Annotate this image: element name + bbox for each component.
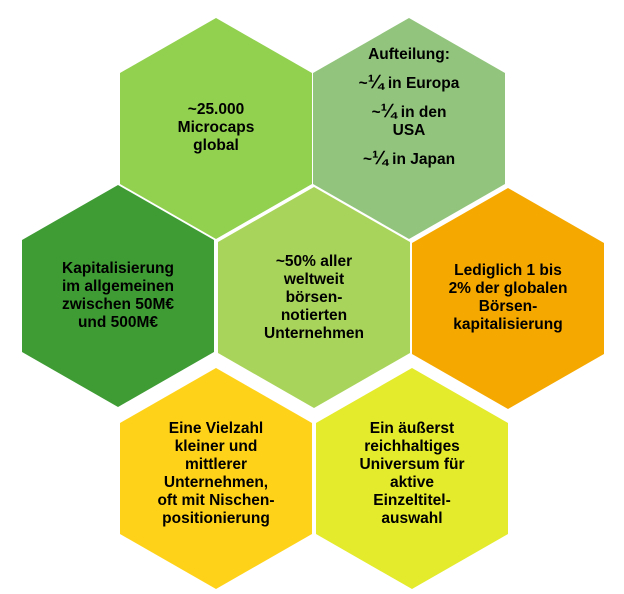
label-line: weltweit	[283, 271, 345, 288]
hexagon-bottom-right-label: Ein äußerst reichhaltiges Universum für …	[324, 418, 500, 530]
hexagon-right	[412, 188, 604, 409]
split-usa: ~¼ in den	[371, 101, 447, 122]
hexagon-left	[22, 185, 214, 407]
label-line: Universum für	[359, 456, 465, 473]
label-line: Einzeltitel-	[373, 492, 451, 509]
label-line: zwischen 50M€	[62, 296, 174, 313]
label-line: ~50% aller	[275, 253, 353, 270]
label-line: Microcaps	[177, 119, 255, 136]
label-line: im allgemeinen	[62, 278, 174, 295]
hexagon-top-left-label: ~25.000 Microcaps global	[130, 80, 302, 176]
label-line: aktive	[390, 474, 434, 491]
split-europe: ~¼ in Europa	[358, 72, 460, 93]
label-line: mittlerer	[184, 456, 248, 473]
split-japan: ~¼ in Japan	[362, 148, 456, 169]
hexagon-bottom-right	[316, 368, 508, 589]
label-line: positionierung	[162, 510, 270, 527]
label-line: und 500M€	[77, 314, 159, 331]
label-line: reichhaltiges	[364, 438, 460, 455]
hexagon-top-right-label: Aufteilung: ~¼ in Europa ~¼ in den USA ~…	[323, 46, 495, 196]
label-line: ~25.000	[187, 101, 245, 118]
split-usa-line2: USA	[392, 122, 426, 139]
label-line: börsen-	[285, 289, 343, 306]
hexagon-right-label: Lediglich 1 bis 2% der globalen Börsen- …	[420, 256, 596, 340]
label-line: auswahl	[381, 510, 443, 527]
label-line: global	[193, 137, 239, 154]
hexagon-top-left	[120, 18, 312, 239]
hexagon-bottom-left-label: Eine Vielzahl kleiner und mittlerer Unte…	[128, 418, 304, 530]
label-line: Unternehmen,	[163, 474, 269, 491]
hexagon-bottom-left	[120, 368, 312, 589]
hexagon-center-label: ~50% aller weltweit börsen- notierten Un…	[228, 248, 400, 348]
label-line: Eine Vielzahl	[168, 420, 264, 437]
hexagon-top-right	[313, 18, 505, 239]
label-line: Unternehmen	[264, 325, 364, 342]
label-line: oft mit Nischen-	[157, 492, 275, 509]
split-heading: Aufteilung:	[368, 46, 450, 63]
hexagon-center	[218, 187, 410, 408]
hexagon-left-label: Kapitalisierung im allgemeinen zwischen …	[30, 252, 206, 340]
label-line: 2% der globalen	[448, 280, 568, 297]
label-line: Lediglich 1 bis	[454, 262, 562, 279]
label-line: notierten	[280, 307, 348, 324]
label-line: kleiner und	[174, 438, 258, 455]
label-line: kapitalisierung	[453, 316, 563, 333]
label-line: Börsen-	[478, 298, 538, 315]
label-line: Kapitalisierung	[62, 260, 174, 277]
label-line: Ein äußerst	[369, 420, 455, 437]
